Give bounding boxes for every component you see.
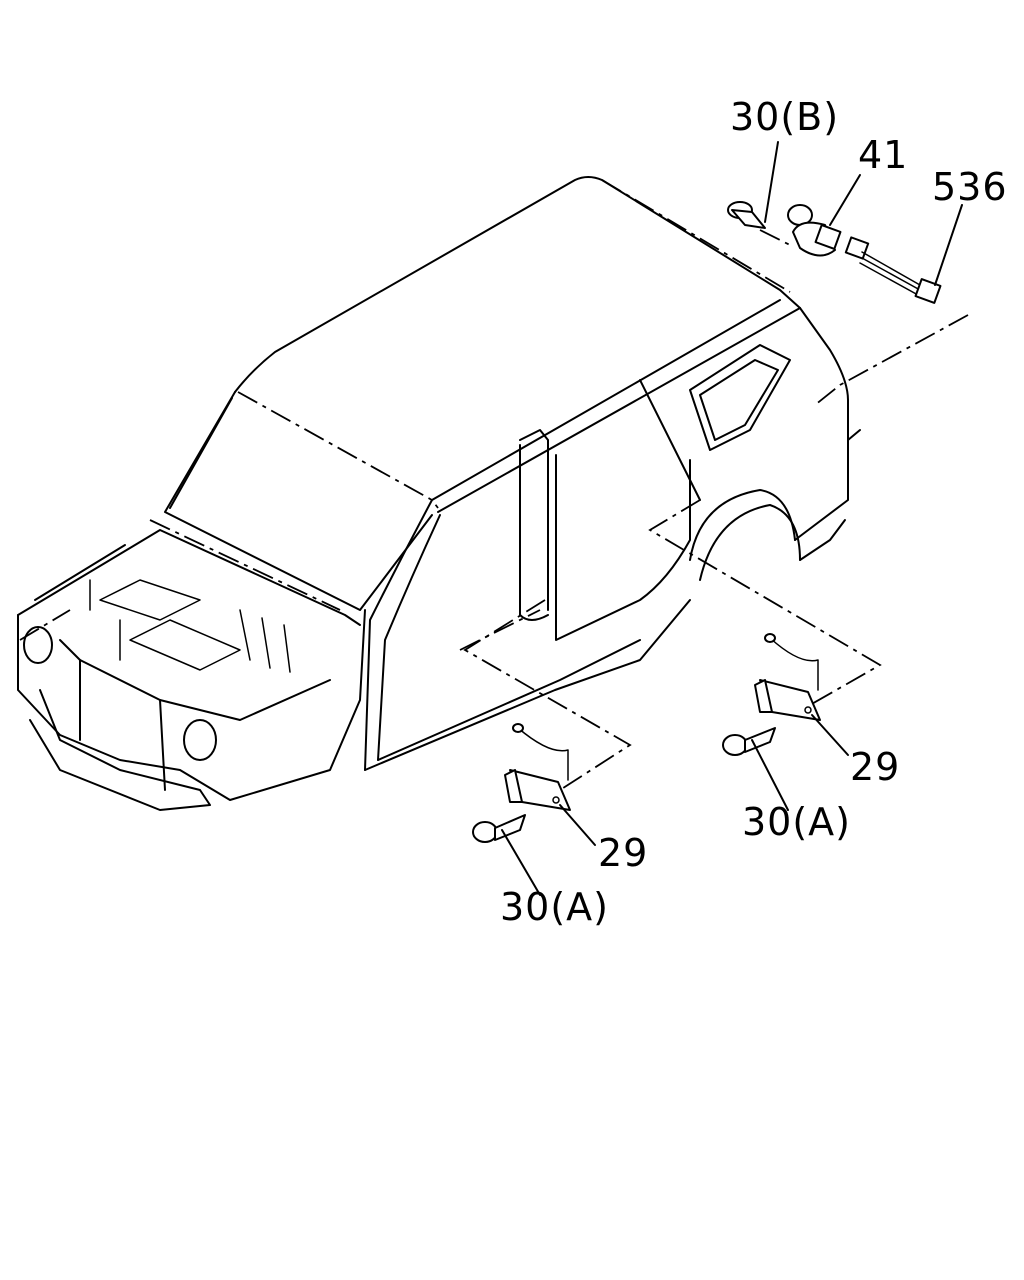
callout-30a-left: 30(A) bbox=[500, 885, 609, 929]
leader-lines bbox=[463, 229, 969, 791]
lamp-assembly-right bbox=[722, 633, 849, 811]
callout-41: 41 bbox=[858, 133, 908, 177]
socket-41 bbox=[787, 174, 861, 257]
callout-29-left: 29 bbox=[598, 831, 648, 875]
callout-30b: 30(B) bbox=[730, 95, 839, 139]
callout-30a-right: 30(A) bbox=[742, 800, 851, 844]
callout-labels: 30(B) 41 536 29 30(A) 29 30(A) bbox=[500, 95, 1008, 929]
harness-536 bbox=[844, 204, 963, 304]
callout-536: 536 bbox=[932, 165, 1008, 209]
clip-30b bbox=[727, 141, 779, 229]
vehicle-body bbox=[17, 176, 861, 811]
callout-29-right: 29 bbox=[850, 745, 900, 789]
lamp-assembly-left bbox=[472, 723, 596, 896]
